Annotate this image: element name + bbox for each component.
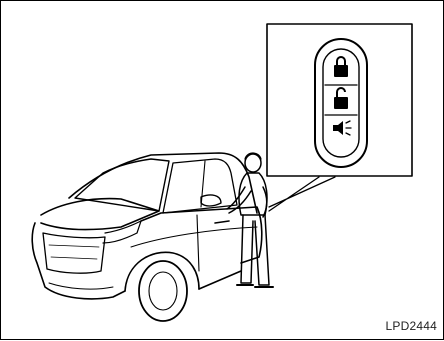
person-illustration (227, 153, 273, 287)
car-illustration (32, 153, 262, 321)
figure-code: LPD2444 (386, 319, 437, 333)
callout-pointer (269, 177, 335, 211)
